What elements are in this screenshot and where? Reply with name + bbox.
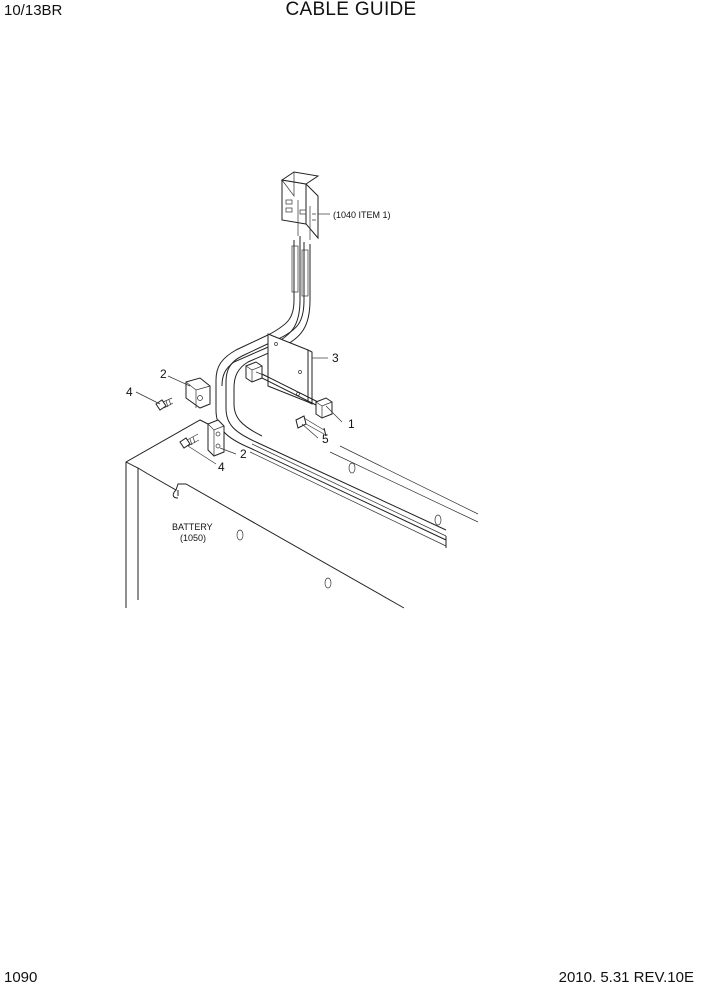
- callout-item-3: 3: [332, 351, 339, 365]
- battery-label: BATTERY: [172, 522, 213, 532]
- battery-connector: [280, 171, 320, 240]
- callout-item-2-upper: 2: [160, 367, 167, 381]
- bolt-lower: [179, 433, 200, 449]
- callout-item-1: 1: [348, 417, 355, 431]
- connector-reference: (1040 ITEM 1): [333, 210, 391, 220]
- clamp-rod: [261, 373, 319, 407]
- page-title: CABLE GUIDE: [285, 0, 417, 20]
- revision-date: 2010. 5.31 REV.10E: [558, 969, 694, 986]
- callout-item-5: 5: [322, 432, 329, 446]
- callout-item-4-upper: 4: [126, 385, 133, 399]
- cable-holder-upper: [185, 377, 211, 409]
- cable-holder-lower: [207, 419, 225, 457]
- battery-outline: [125, 419, 479, 609]
- callout-item-4-lower: 4: [218, 460, 225, 474]
- model-label: 10/13BR: [4, 2, 63, 19]
- bolt-upper: [155, 397, 174, 411]
- leader-lines: [135, 213, 343, 465]
- cable-guide-plate: [267, 333, 313, 405]
- clamp-block-right: [315, 397, 333, 419]
- callout-item-2-lower: 2: [240, 447, 247, 461]
- cables: [215, 236, 447, 541]
- page-number: 1090: [4, 969, 38, 986]
- battery-reference: (1050): [180, 533, 206, 543]
